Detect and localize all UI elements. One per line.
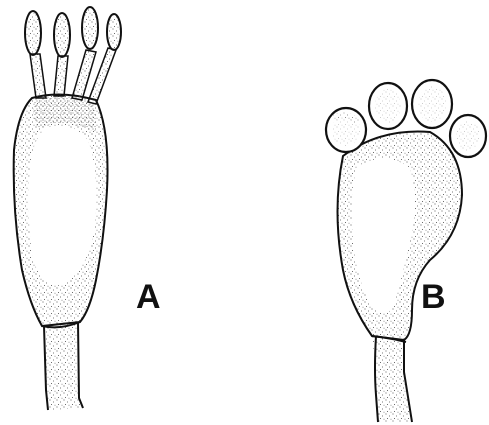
spore-a-4 — [107, 14, 121, 50]
structure-b — [326, 80, 486, 422]
neck-a-2 — [54, 56, 68, 96]
spore-a-2 — [54, 13, 70, 57]
spore-a-3 — [82, 7, 98, 49]
stalk-a — [44, 322, 83, 410]
neck-a-1 — [30, 54, 46, 98]
panel-label-b: B — [421, 280, 446, 314]
structure-a — [14, 7, 121, 410]
panel-label-a: A — [136, 280, 161, 314]
spore-a-1 — [25, 11, 41, 55]
